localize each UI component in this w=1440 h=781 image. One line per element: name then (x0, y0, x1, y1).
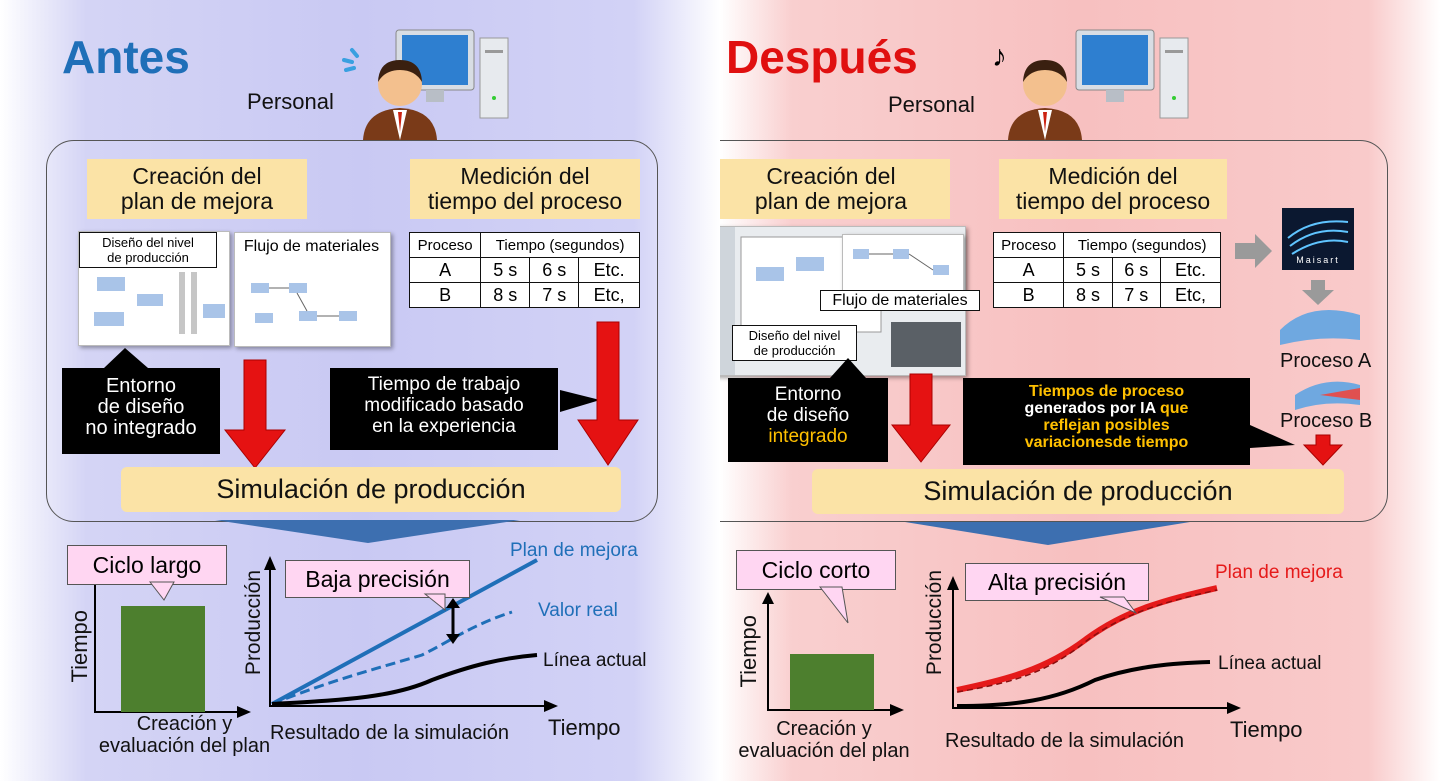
ai-times-box: Tiempos de proceso generados por IA que … (963, 378, 1250, 465)
table-cell: Etc, (1159, 282, 1222, 308)
table-cell: A (408, 257, 482, 283)
integrated-env-text: Entorno de diseño (766, 384, 850, 426)
ai-times-line3: reflejan posibles variacionesde tiempo (1024, 417, 1189, 451)
time-measure-box: Medición del tiempo del proceso (410, 159, 640, 219)
ai-times-line1: Tiempos de proceso (1028, 383, 1185, 400)
cycle-xlabel: Creación y evaluación del plan (738, 718, 910, 762)
plan-series-label: Plan de mejora (510, 540, 638, 561)
screen-diagram (720, 227, 961, 375)
flow-mini-diagram (853, 249, 949, 275)
plan-creation-box: Creación del plan de mejora (720, 159, 950, 219)
personal-label: Personal (888, 92, 975, 117)
integrated-env-box: Entorno de diseño integrado (728, 378, 888, 462)
table-cell: A (992, 257, 1065, 283)
flow-diagram (251, 283, 357, 323)
series-line (956, 660, 1211, 708)
level-design-card: Diseño del nivel de producción (78, 231, 230, 346)
callout-tail (1099, 596, 1138, 615)
actual-line-label: Línea actual (1218, 653, 1322, 674)
cycle-bar (790, 654, 874, 710)
table-cell: 7 s (1111, 282, 1161, 308)
plan-creation-box: Creación del plan de mejora (87, 159, 307, 219)
process-panel (720, 140, 1388, 522)
time-measure-box: Medición del tiempo del proceso (999, 159, 1227, 219)
computer-icon (1075, 29, 1189, 119)
table-cell: Etc. (578, 257, 640, 283)
time-xlabel: Tiempo (548, 715, 621, 740)
plan-series-label: Plan de mejora (1215, 562, 1343, 583)
wave-logo-icon (1287, 220, 1349, 255)
person-icon (363, 60, 437, 140)
series-plan (271, 558, 538, 706)
cycle-ylabel: Tiempo (67, 610, 92, 683)
series-plan (956, 585, 1218, 693)
table-cell: Etc. (1159, 257, 1222, 283)
ai-times-que: que (1159, 400, 1189, 417)
sweat-icon (342, 48, 359, 72)
material-flow-card: Flujo de materiales (234, 232, 391, 347)
callout-tail (423, 593, 446, 612)
actual-line-label: Línea actual (543, 650, 647, 671)
maisart-logo: Maisart (1282, 208, 1354, 270)
simulation-result-label: Resultado de la simulación (270, 722, 510, 744)
despues-title: Después (726, 31, 918, 83)
cycle-xlabel: Creación y evaluación del plan (98, 713, 271, 757)
table-cell: B (408, 282, 482, 308)
maisart-text: Maisart (1296, 255, 1340, 265)
material-flow-label: Flujo de materiales (820, 290, 980, 311)
callout-arrows (104, 321, 639, 543)
cycle-chart (89, 572, 251, 718)
person-icon (1008, 60, 1082, 140)
non-integrated-env-box: Entorno de diseño no integrado (62, 368, 220, 454)
series-real (956, 589, 1218, 693)
process-b-label: Proceso B (1280, 410, 1373, 432)
integrated-env-highlight: integrado (768, 426, 848, 447)
material-flow-label: Flujo de materiales (235, 237, 388, 256)
production-ylabel: Producción (923, 570, 946, 676)
real-series-label: Valor real (538, 600, 618, 621)
time-xlabel: Tiempo (1230, 717, 1303, 742)
personal-label: Personal (247, 89, 334, 114)
layout-diagram (94, 272, 225, 334)
simulation-result-label: Resultado de la simulación (945, 730, 1185, 752)
level-design-label: Diseño del nivel de producción (732, 325, 857, 361)
music-note-icon: ♪ (992, 40, 1007, 73)
cycle-ylabel: Tiempo (736, 615, 761, 688)
simulation-box: Simulación de producción (812, 469, 1344, 514)
table-cell: Etc, (578, 282, 640, 308)
ai-times-line2: generados por IA (1024, 400, 1156, 417)
antes-panel: Antes Personal Creación del plan de mejo… (0, 0, 720, 781)
cycle-chart (762, 592, 904, 716)
table-header: Tiempo (segundos) (480, 232, 640, 258)
process-time-table: Proceso Tiempo (segundos) A 5 s 6 s Etc.… (408, 232, 640, 308)
production-ylabel: Producción (242, 570, 265, 676)
process-a-label: Proceso A (1280, 350, 1372, 372)
cycle-bar (121, 606, 205, 712)
table-header: Proceso (992, 232, 1065, 258)
cycle-callout: Ciclo largo (67, 545, 227, 585)
table-cell: 5 s (1063, 257, 1113, 283)
table-cell: 7 s (529, 282, 580, 308)
antes-title: Antes (62, 31, 190, 83)
table-cell: 6 s (529, 257, 580, 283)
production-chart (264, 556, 558, 712)
table-cell: B (992, 282, 1065, 308)
experience-time-box: Tiempo de trabajo modificado basado en l… (330, 368, 558, 450)
precision-callout: Alta precisión (965, 563, 1149, 601)
table-header: Proceso (408, 232, 482, 258)
cycle-callout: Ciclo corto (736, 550, 896, 590)
process-time-table: Proceso Tiempo (segundos) A 5 s 6 s Etc.… (992, 232, 1222, 308)
table-cell: 8 s (1063, 282, 1113, 308)
despues-panel: Después ♪ Personal Creación del plan de … (720, 0, 1440, 781)
series-line (271, 653, 538, 706)
flow-arrows (830, 234, 1360, 545)
callout-tail (818, 586, 849, 624)
precision-callout: Baja precisión (285, 560, 470, 598)
simulation-box: Simulación de producción (121, 467, 621, 512)
callout-tail (148, 581, 175, 601)
level-design-label: Diseño del nivel de producción (79, 232, 217, 268)
table-cell: 5 s (480, 257, 531, 283)
production-chart (947, 576, 1241, 714)
series-real (271, 610, 513, 706)
